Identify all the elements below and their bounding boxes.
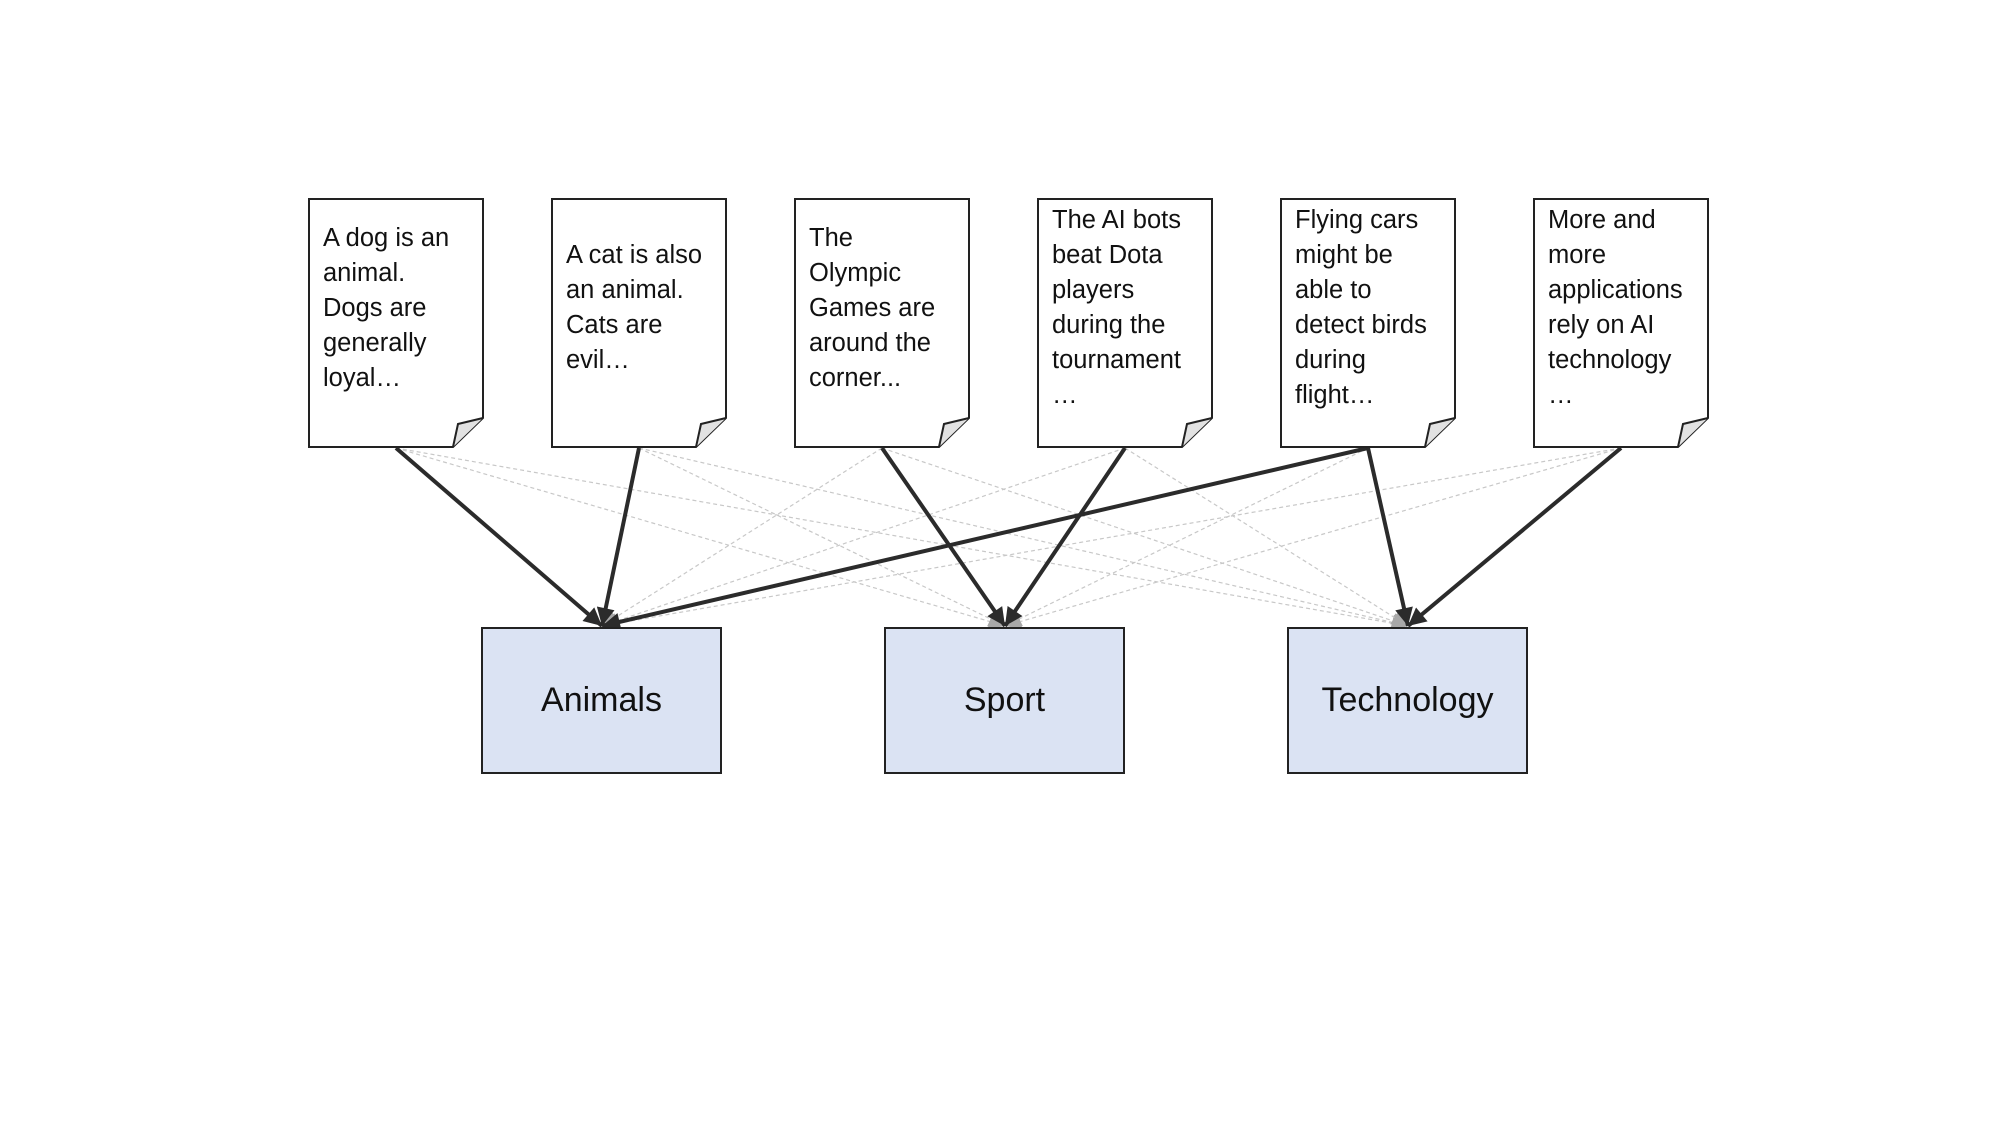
document-text: The Olympic Games are around the corner.…: [809, 223, 936, 392]
document-icon: [1533, 198, 1709, 448]
candidate-edge: [395, 447, 1409, 632]
category-animals: Animals: [481, 627, 722, 774]
candidate-edge: [395, 447, 1006, 630]
candidate-edges: [395, 447, 1622, 632]
category-technology: Technology: [1287, 627, 1528, 774]
candidate-edge: [1004, 447, 1369, 627]
assigned-arrow: [601, 446, 1369, 631]
document-icon: [308, 198, 484, 448]
candidate-edge: [601, 447, 883, 627]
category-label: Animals: [541, 681, 662, 719]
document-flying-cars: Flying cars might be able to detect bird…: [1280, 198, 1456, 448]
document-cat: A cat is also an animal. Cats are evil…: [551, 198, 727, 448]
assigned-arrow: [1406, 446, 1623, 628]
candidate-edge: [638, 447, 1409, 631]
candidate-edge: [881, 447, 1409, 629]
document-olympics: The Olympic Games are around the corner.…: [794, 198, 970, 448]
category-label: Technology: [1321, 681, 1494, 719]
assigned-edges: [394, 446, 1623, 631]
document-icon: [1280, 198, 1456, 448]
document-icon: [794, 198, 970, 448]
assigned-arrow: [1366, 447, 1413, 627]
document-text: Flying cars might be able to detect bird…: [1295, 206, 1427, 409]
document-dog: A dog is an animal. Dogs are generally l…: [308, 198, 484, 448]
document-text: A dog is an animal. Dogs are generally l…: [323, 223, 450, 392]
candidate-edge: [1124, 447, 1409, 627]
assigned-arrow: [1003, 446, 1127, 628]
document-text: The AI bots beat Dota players during the…: [1052, 206, 1181, 409]
assigned-arrow: [394, 446, 604, 628]
document-ai-bots: The AI bots beat Dota players during the…: [1037, 198, 1213, 448]
document-text: More and more applications rely on AI te…: [1548, 206, 1683, 409]
candidate-edge: [601, 447, 1126, 629]
category-sport: Sport: [884, 627, 1125, 774]
candidate-edge: [1004, 447, 1622, 630]
document-text: A cat is also an animal. Cats are evil…: [566, 241, 703, 374]
assigned-arrow: [596, 447, 641, 627]
category-label: Sport: [963, 681, 1046, 719]
document-icon: [1037, 198, 1213, 448]
candidate-edge: [601, 447, 1622, 632]
document-ai-applications: More and more applications rely on AI te…: [1533, 198, 1709, 448]
document-icon: [551, 198, 727, 448]
assigned-arrow: [880, 446, 1007, 628]
candidate-edge: [638, 447, 1006, 627]
